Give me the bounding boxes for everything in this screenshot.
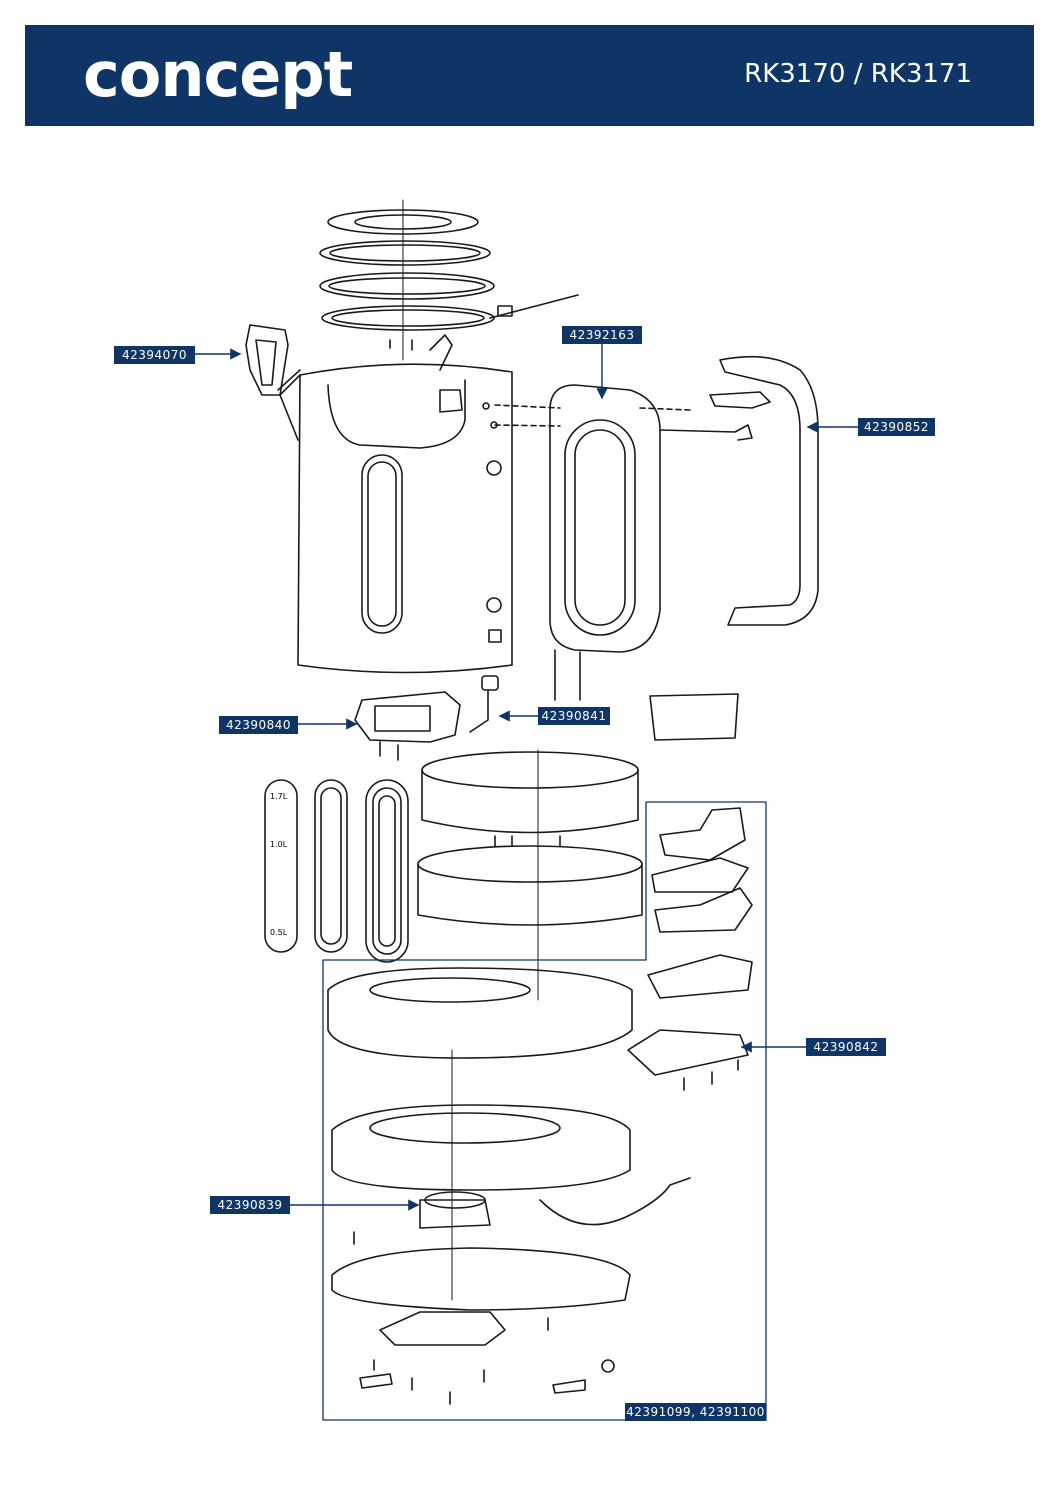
heating-ring — [417, 751, 643, 926]
lid-button-part — [469, 675, 499, 733]
tray-part — [649, 693, 739, 741]
window-label-mid: 1.0L — [270, 840, 288, 849]
model-number: RK3170 / RK3171 — [744, 59, 972, 89]
axis-lines — [402, 199, 539, 1301]
callout-lid-button: 42390841 — [538, 707, 610, 725]
callout-leaders — [194, 343, 859, 1211]
header-bar: concept RK3170 / RK3171 — [25, 25, 1034, 126]
handle-frame — [482, 384, 691, 701]
base-top — [327, 967, 633, 1059]
lid-rings — [319, 209, 579, 331]
assembly-bracket — [322, 801, 767, 1421]
window-parts — [264, 779, 409, 963]
connector-part — [419, 1191, 491, 1229]
callout-connector: 42390839 — [210, 1196, 290, 1214]
base-plate — [331, 1247, 631, 1346]
window-label-max: 1.7L — [270, 792, 288, 801]
callout-switch-block: 42390840 — [219, 716, 298, 734]
lid-lever-part — [245, 324, 301, 396]
callout-control-board: 42390842 — [806, 1038, 886, 1056]
brand-logo: concept — [83, 38, 353, 111]
callout-lid-lever: 42394070 — [114, 346, 195, 364]
screws — [353, 339, 739, 1405]
base-bottom — [331, 1104, 631, 1191]
callout-handle-top: 42392163 — [562, 326, 642, 344]
callout-handle-cover: 42390852 — [858, 418, 935, 436]
kettle-body — [279, 334, 513, 674]
power-cord — [539, 1177, 691, 1226]
callout-base-assembly: 42391099, 42391100 — [625, 1403, 766, 1421]
handle-cover — [659, 355, 819, 626]
switch-block-part — [354, 691, 461, 761]
window-label-min: 0.5L — [270, 928, 288, 937]
